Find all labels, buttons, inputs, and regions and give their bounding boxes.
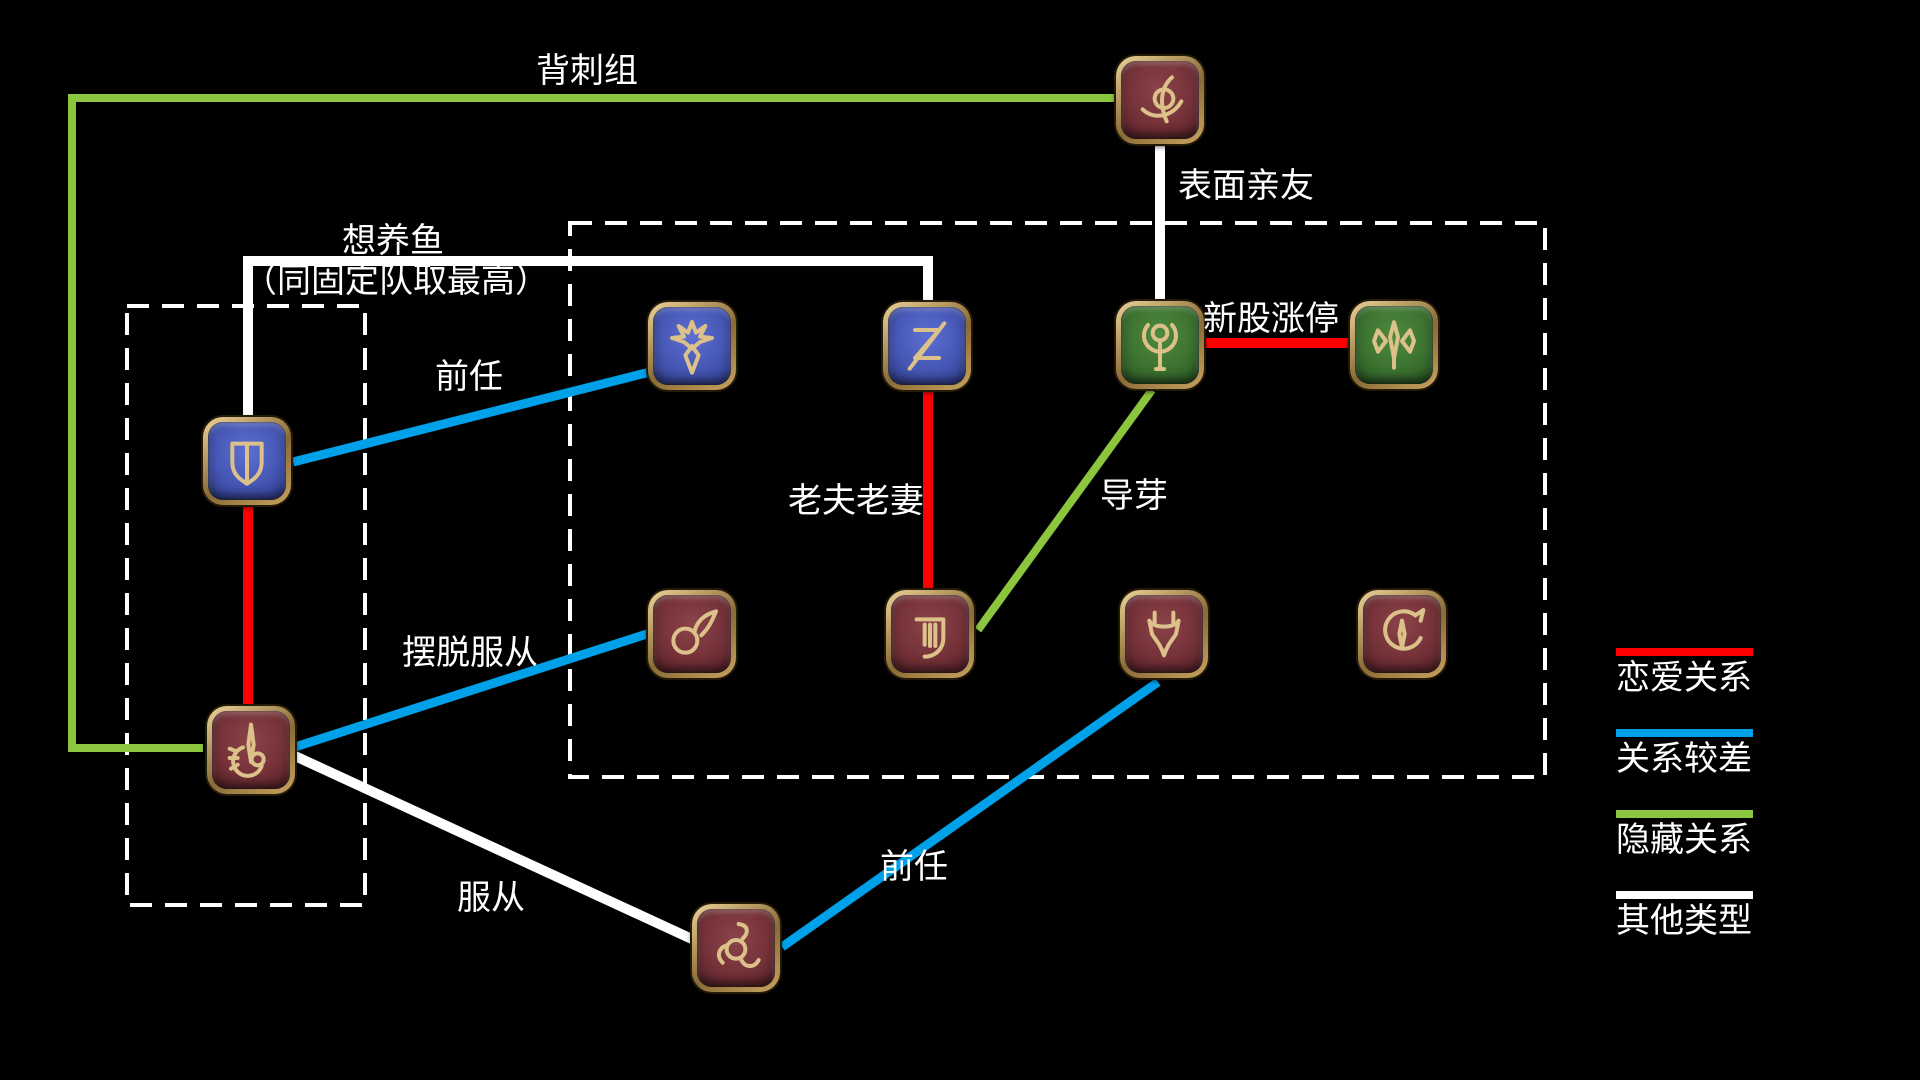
center-dashed-group-box <box>568 221 1547 779</box>
astrologian-frame <box>212 711 290 789</box>
bard-frame <box>891 595 969 673</box>
whitemage-job-icon <box>1142 323 1178 371</box>
legend-swatch-bad <box>1616 729 1753 737</box>
blackmage-node[interactable] <box>648 590 736 678</box>
legend-item-bad: 关系较差 <box>1616 729 1753 776</box>
monk-node[interactable] <box>692 904 780 992</box>
legend-item-hidden: 隐藏关系 <box>1616 810 1753 857</box>
surface-friends-label: 表面亲友 <box>1178 167 1314 205</box>
obedience-label: 服从 <box>457 879 525 917</box>
redmage-frame <box>653 307 731 385</box>
legend-item-other: 其他类型 <box>1616 891 1753 938</box>
old-couple-label: 老夫老妻 <box>788 482 924 520</box>
edge-obedience <box>292 751 697 945</box>
backstab-group-label: 背刺组 <box>536 52 638 90</box>
ninja-node[interactable] <box>1116 56 1204 144</box>
want-fish-label: 想养鱼 <box>342 222 444 260</box>
new-stock-label: 新股涨停 <box>1203 300 1339 338</box>
whitemage-node[interactable] <box>1116 301 1204 389</box>
legend-label-love: 恋爱关系 <box>1616 659 1752 697</box>
astrologian-node[interactable] <box>207 706 295 794</box>
edge-escape-obedience <box>293 628 652 752</box>
edge-daoya <box>974 387 1156 633</box>
sage-frame <box>1355 306 1433 384</box>
bard-job-icon <box>914 617 946 659</box>
ex-2-label: 前任 <box>880 848 948 886</box>
sage-job-icon <box>1372 320 1416 370</box>
dragoon-frame <box>1125 595 1203 673</box>
legend-swatch-love <box>1616 648 1753 656</box>
dragoon-job-icon <box>1147 610 1181 658</box>
paladin-node[interactable] <box>203 417 291 505</box>
reaper-frame <box>888 307 966 385</box>
escape-obedience-label: 摆脱服从 <box>402 634 538 672</box>
want-fish-note: （同固定队取最高） <box>243 262 549 300</box>
edge-backstab-group <box>68 94 1116 752</box>
sage-node[interactable] <box>1350 301 1438 389</box>
legend: 恋爱关系关系较差隐藏关系其他类型 <box>1616 648 1753 972</box>
reaper-job-icon <box>907 321 947 371</box>
summoner-frame <box>1363 595 1441 673</box>
legend-label-other: 其他类型 <box>1616 902 1752 940</box>
legend-item-love: 恋爱关系 <box>1616 648 1753 695</box>
monk-job-icon <box>716 922 761 968</box>
redmage-node[interactable] <box>648 302 736 390</box>
ninja-job-icon <box>1140 75 1184 124</box>
blackmage-frame <box>653 595 731 673</box>
legend-swatch-other <box>1616 891 1753 899</box>
daoya-label: 导芽 <box>1100 477 1168 515</box>
legend-label-hidden: 隐藏关系 <box>1616 821 1752 859</box>
ninja-frame <box>1121 61 1199 139</box>
paladin-frame <box>208 422 286 500</box>
redmage-job-icon <box>670 320 714 375</box>
summoner-node[interactable] <box>1358 590 1446 678</box>
legend-label-bad: 关系较差 <box>1616 740 1752 778</box>
astrologian-job-icon <box>227 722 266 778</box>
dragoon-node[interactable] <box>1120 590 1208 678</box>
monk-frame <box>697 909 775 987</box>
edge-ex-2 <box>779 678 1161 951</box>
legend-swatch-hidden <box>1616 810 1753 818</box>
blackmage-job-icon <box>671 609 718 655</box>
summoner-job-icon <box>1383 608 1426 651</box>
edge-ex-1 <box>291 367 652 467</box>
ex-1-label: 前任 <box>435 358 503 396</box>
bard-node[interactable] <box>886 590 974 678</box>
whitemage-frame <box>1121 306 1199 384</box>
edge-want-fish <box>243 256 933 419</box>
reaper-node[interactable] <box>883 302 971 390</box>
paladin-job-icon <box>230 441 264 486</box>
